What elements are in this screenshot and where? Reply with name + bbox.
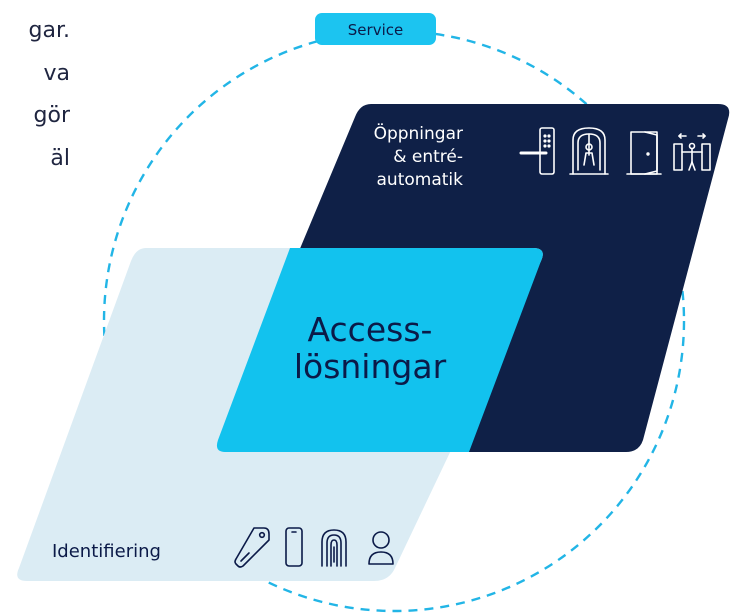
intro-text-line: gör (33, 103, 70, 128)
access-solutions-overlap (216, 248, 543, 452)
intro-text-line: va (43, 61, 70, 86)
door-icon (626, 131, 662, 175)
person-icon (368, 531, 394, 565)
openings-label-line-2: & entré- (393, 147, 463, 167)
door-handle-keypad-icon (519, 127, 555, 175)
openings-label-line-1: Öppningar (374, 122, 463, 144)
speed-gate-icon (673, 133, 711, 171)
intro-text-line: äl (50, 146, 70, 171)
revolving-door-icon (569, 127, 609, 175)
intro-text-line: gar. (28, 18, 70, 43)
service-label: Service (348, 21, 403, 39)
center-label-line-1: Access- (308, 310, 433, 349)
fingerprint-icon (321, 529, 347, 567)
openings-label-line-3: automatik (377, 170, 464, 190)
service-badge (315, 13, 436, 45)
center-label-line-2: lösningar (294, 347, 447, 386)
identification-label: Identifiering (52, 541, 161, 562)
intro-text-fragment: gar. va gör äl (0, 0, 70, 200)
key-tag-icon (234, 527, 270, 568)
mobile-phone-icon (285, 527, 303, 567)
